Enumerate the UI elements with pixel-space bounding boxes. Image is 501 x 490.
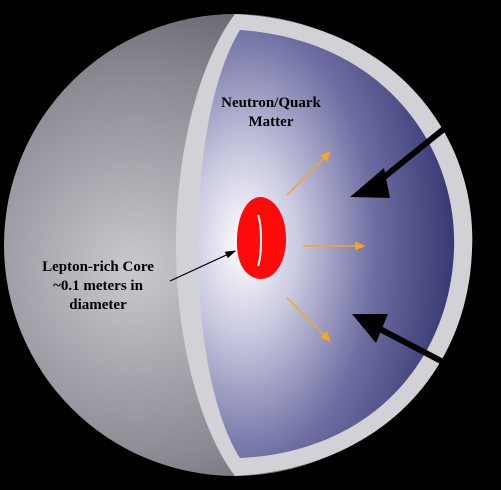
lepton-core-label: Lepton-rich Core ~0.1 meters in diameter [22, 258, 174, 315]
lepton-core-highlight [257, 214, 262, 267]
core-pointer-line [169, 250, 237, 282]
core-label-line2: ~0.1 meters in [53, 278, 143, 294]
neutron-quark-matter-label: Neutron/Quark Matter [212, 94, 330, 132]
inward-arrow-lower-head [352, 314, 388, 343]
core-label-line1: Lepton-rich Core [42, 259, 154, 275]
outward-arrow-upper [286, 150, 332, 196]
matter-label-line2: Matter [248, 114, 294, 130]
inward-arrow-lower-shaft [376, 325, 445, 365]
matter-label-line1: Neutron/Quark [221, 95, 321, 111]
inward-arrow-upper-head [350, 168, 390, 198]
inward-arrow-upper-shaft [376, 125, 447, 185]
outward-arrow-lower [286, 297, 332, 343]
core-label-line3: diameter [69, 297, 127, 313]
interior-matter-region [198, 30, 455, 458]
